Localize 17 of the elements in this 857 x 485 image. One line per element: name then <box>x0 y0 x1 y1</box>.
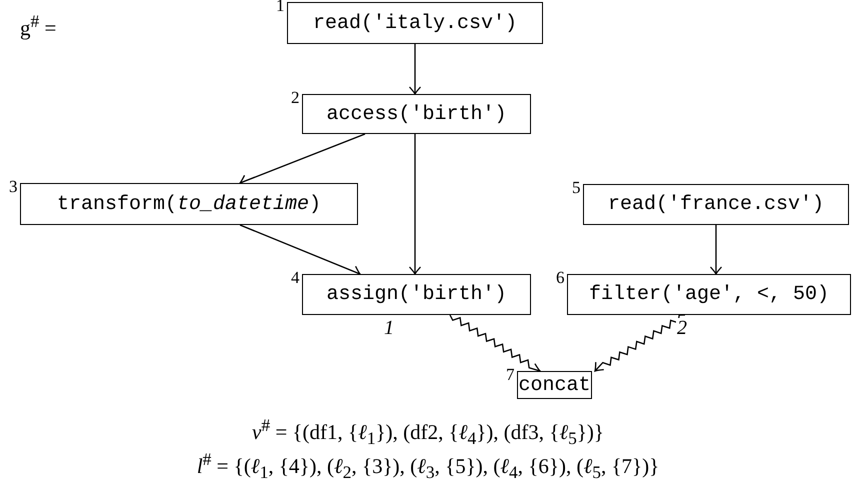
formula: v$^{#}$ = {(df1, {ℓ$_{1}$}), (df2, {ℓ$_{4}$}), (df3, {ℓ$_{5}$})} <box>252 415 604 450</box>
process-box: read('france.csv') <box>583 184 849 225</box>
step-number: 7 <box>506 365 514 385</box>
process-box: transform(to_datetime) <box>20 183 358 225</box>
step-number: 1 <box>276 0 284 16</box>
step-number: 2 <box>291 88 300 108</box>
process-box: filter('age', <, 50) <box>567 274 851 315</box>
process-box: read('italy.csv') <box>287 2 543 44</box>
step-number: 6 <box>556 268 564 288</box>
step-number: 5 <box>572 178 580 198</box>
graph-label: g$^{#}$ = <box>20 11 56 41</box>
process-box: access('birth') <box>302 94 531 134</box>
process-box: concat <box>517 371 592 399</box>
step-number: 3 <box>9 177 18 197</box>
formula: l$^{#}$ = {(ℓ$_{1}$, {4}), (ℓ$_{2}$, {3}), (ℓ$_{3}$, {5}), (ℓ$_{4}$, {6}), (ℓ$_{5}$, {7})} <box>196 449 660 484</box>
step-number: 4 <box>291 268 300 288</box>
process-box: assign('birth') <box>302 274 531 315</box>
